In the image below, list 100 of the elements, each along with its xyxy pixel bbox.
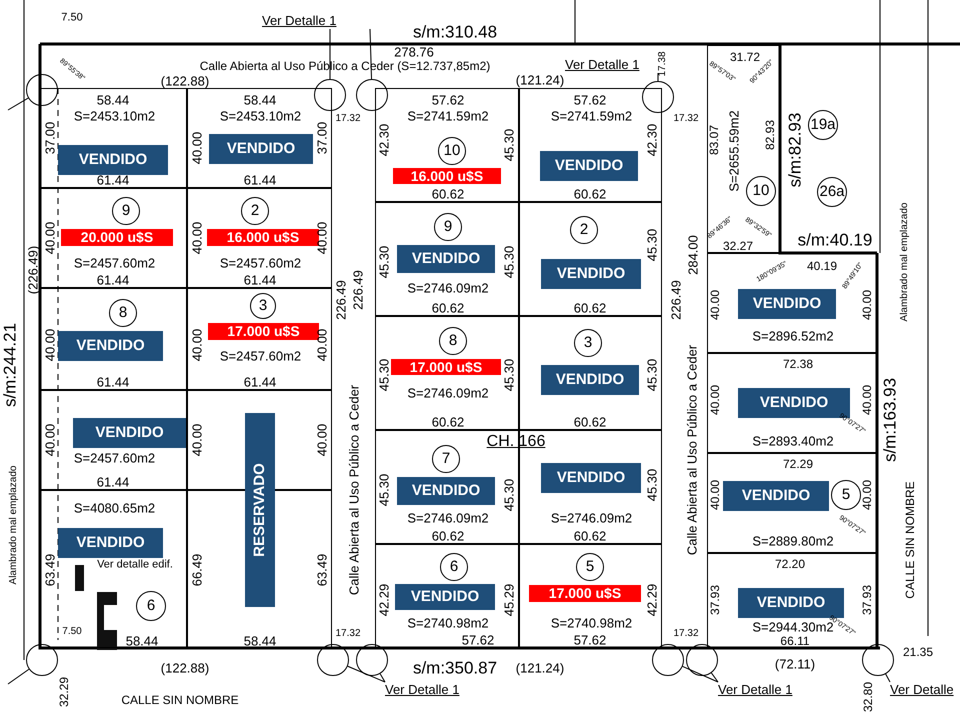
leader-line <box>710 672 718 682</box>
dimension-text: (122.88) <box>160 74 210 88</box>
dimension-text: 45.30 <box>378 358 390 392</box>
dimension-text: 45.30 <box>646 468 658 502</box>
price-tag: 17.000 u$S <box>391 359 501 375</box>
note-text: Alambrado mal emplazado <box>9 466 19 584</box>
price-tag: 16.000 u$S <box>207 229 319 246</box>
leader-line <box>8 98 29 110</box>
dimension-text: (122.88) <box>160 662 210 674</box>
dimension-text: 7.50 <box>61 12 83 24</box>
dimension-text: 40.00 <box>44 222 56 254</box>
dimension-text: 61.44 <box>96 476 130 488</box>
sold-badge: VENDIDO <box>541 365 639 395</box>
dimension-text: 45.30 <box>646 228 658 262</box>
dimension-text: 45.30 <box>502 128 516 162</box>
area-text: S=2893.40m2 <box>752 432 834 450</box>
dimension-text: 72.29 <box>782 458 814 470</box>
dimension-text: 40.00 <box>709 290 721 320</box>
lot-parcel <box>707 353 877 453</box>
dimension-text: 17.32 <box>335 114 361 124</box>
dimension-text: 60.62 <box>432 416 464 428</box>
block-label: CH. 166 <box>486 434 546 450</box>
area-text: S=2741.59m2 <box>550 107 632 126</box>
area-text: S=2457.60m2 <box>220 254 302 272</box>
dimension-text: (72.11) <box>774 658 816 670</box>
sold-badge: VENDIDO <box>541 259 641 289</box>
dimension-text: 63.49 <box>316 554 328 586</box>
dimension-text: 17.32 <box>673 629 699 639</box>
area-text: S=2457.60m2 <box>74 449 156 468</box>
price-tag: 17.000 u$S <box>208 323 319 340</box>
dimension-text: 45.30 <box>502 358 516 392</box>
dimension-text: 45.30 <box>378 474 390 506</box>
lot-parcel <box>519 88 662 202</box>
dimension-text: (121.24) <box>516 662 564 674</box>
sold-badge: VENDIDO <box>58 331 163 361</box>
dimension-text: 42.30 <box>646 124 658 156</box>
area-text: S=2453.10m2 <box>220 107 302 126</box>
dimension-text: 57.62 <box>574 634 606 646</box>
note-text: Alambrado mal emplazado <box>900 202 910 322</box>
dimension-text: 37.00 <box>316 122 328 154</box>
area-text: S=2457.60m2 <box>220 347 302 366</box>
dimension-text: 40.00 <box>44 424 56 456</box>
lot-parcel <box>40 88 187 188</box>
lot-parcel <box>519 316 662 430</box>
area-text: S=2655.59m2 <box>725 110 742 192</box>
sold-badge: VENDIDO <box>541 463 641 493</box>
dimension-text: 58.44 <box>244 94 276 106</box>
street-name: CALLE SIN NOMBRE <box>904 481 916 599</box>
dimension-text: 45.30 <box>378 246 390 278</box>
dimension-text: 284.00 <box>686 235 700 275</box>
dimension-text: 60.62 <box>574 302 606 314</box>
survey-measure: s/m:40.19 <box>798 232 872 248</box>
leader-line <box>370 28 372 80</box>
lot-parcel <box>40 490 187 648</box>
area-text: S=2746.09m2 <box>407 509 489 528</box>
area-text: S=2746.09m2 <box>407 384 489 402</box>
area-text: S=2457.60m2 <box>74 254 156 272</box>
dimension-text: 32.27 <box>722 240 754 252</box>
detail-reference: Ver Detalle 1 <box>385 682 475 698</box>
dimension-text: 278.76 <box>394 46 434 58</box>
dimension-text: 37.93 <box>861 584 873 616</box>
lot-parcel <box>40 390 187 490</box>
dimension-text: (121.24) <box>516 74 564 86</box>
dimension-text: 40.00 <box>316 424 328 456</box>
dimension-text: 42.30 <box>378 124 390 156</box>
sold-badge: VENDIDO <box>540 151 638 181</box>
dimension-text: 61.44 <box>96 174 130 186</box>
lot-parcel <box>707 453 877 553</box>
dimension-text: 32.80 <box>862 682 874 712</box>
lot-parcel <box>375 544 519 648</box>
dimension-text: 40.00 <box>861 480 873 510</box>
sold-badge: VENDIDO <box>738 289 836 319</box>
dimension-text: 61.44 <box>244 376 276 388</box>
dimension-text: 57.62 <box>432 94 464 106</box>
dimension-text: 60.62 <box>574 416 606 428</box>
dimension-text: 45.29 <box>502 584 516 616</box>
dimension-text: 60.62 <box>432 188 464 200</box>
dimension-text: 42.29 <box>378 584 390 616</box>
dimension-text: 40.00 <box>709 480 721 510</box>
leader-line <box>347 666 386 682</box>
area-text: S=2896.52m2 <box>752 327 834 346</box>
lot-parcel <box>707 45 780 253</box>
area-text: S=2746.09m2 <box>407 279 489 298</box>
dimension-text: 58.44 <box>126 634 158 648</box>
sold-badge: VENDIDO <box>73 418 186 448</box>
price-tag: 16.000 u$S <box>393 168 501 184</box>
sold-badge: VENDIDO <box>58 528 163 558</box>
survey-measure: s/m:350.87 <box>412 660 498 676</box>
lot-parcel <box>40 288 187 390</box>
dimension-text: 42.29 <box>646 584 658 616</box>
area-text: S=2746.09m2 <box>550 509 632 528</box>
dimension-text: 40.00 <box>861 384 873 416</box>
street-name: CALLE SIN NOMBRE <box>121 694 239 706</box>
street-name: Calle Abierta al Uso Público a Ceder <box>686 344 698 556</box>
area-text: S=2889.80m2 <box>752 532 834 550</box>
dimension-text: 37.93 <box>709 584 721 616</box>
dimension-text: 17.32 <box>335 629 361 639</box>
dimension-text: 40.19 <box>806 260 838 272</box>
area-text: S=2740.98m2 <box>550 614 632 632</box>
dimension-text: (226.49) <box>26 246 40 294</box>
